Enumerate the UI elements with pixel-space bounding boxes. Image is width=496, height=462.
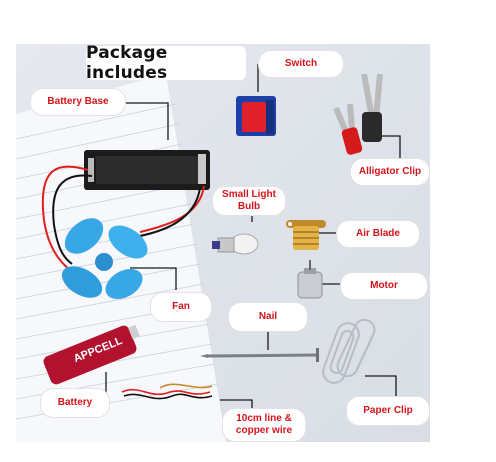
package-title: Package includes [86, 43, 246, 83]
label-air-blade: Air Blade [336, 220, 420, 248]
nail-illustration [200, 348, 319, 362]
alligator-clips-illustration [333, 73, 383, 155]
label-fan: Fan [150, 292, 212, 322]
battery-holder-illustration [41, 150, 210, 271]
light-bulb-illustration [212, 233, 259, 255]
label-small-light-bulb-line2: Bulb [237, 201, 261, 212]
label-paper-clip: Paper Clip [346, 396, 430, 426]
paper-clips-illustration [322, 318, 376, 384]
label-copper-wire: 10cm line & copper wire [222, 408, 306, 442]
label-copper-wire-line2: copper wire [235, 425, 293, 436]
label-battery-base: Battery Base [30, 88, 126, 116]
label-copper-wire-line1: 10cm line & [236, 413, 292, 424]
label-switch: Switch [258, 50, 344, 78]
fan-illustration [61, 218, 148, 300]
label-alligator-clip: Alligator Clip [350, 158, 430, 186]
label-motor: Motor [340, 272, 428, 300]
switch-illustration [236, 96, 276, 136]
label-nail: Nail [228, 302, 308, 332]
label-battery: Battery [40, 388, 110, 418]
air-blade-illustration [286, 220, 326, 250]
copper-wire-illustration [121, 383, 213, 400]
label-small-light-bulb-line1: Small Light [222, 189, 276, 200]
motor-illustration [297, 260, 323, 299]
label-small-light-bulb: Small Light Bulb [212, 186, 286, 216]
aa-battery-illustration [43, 324, 140, 385]
